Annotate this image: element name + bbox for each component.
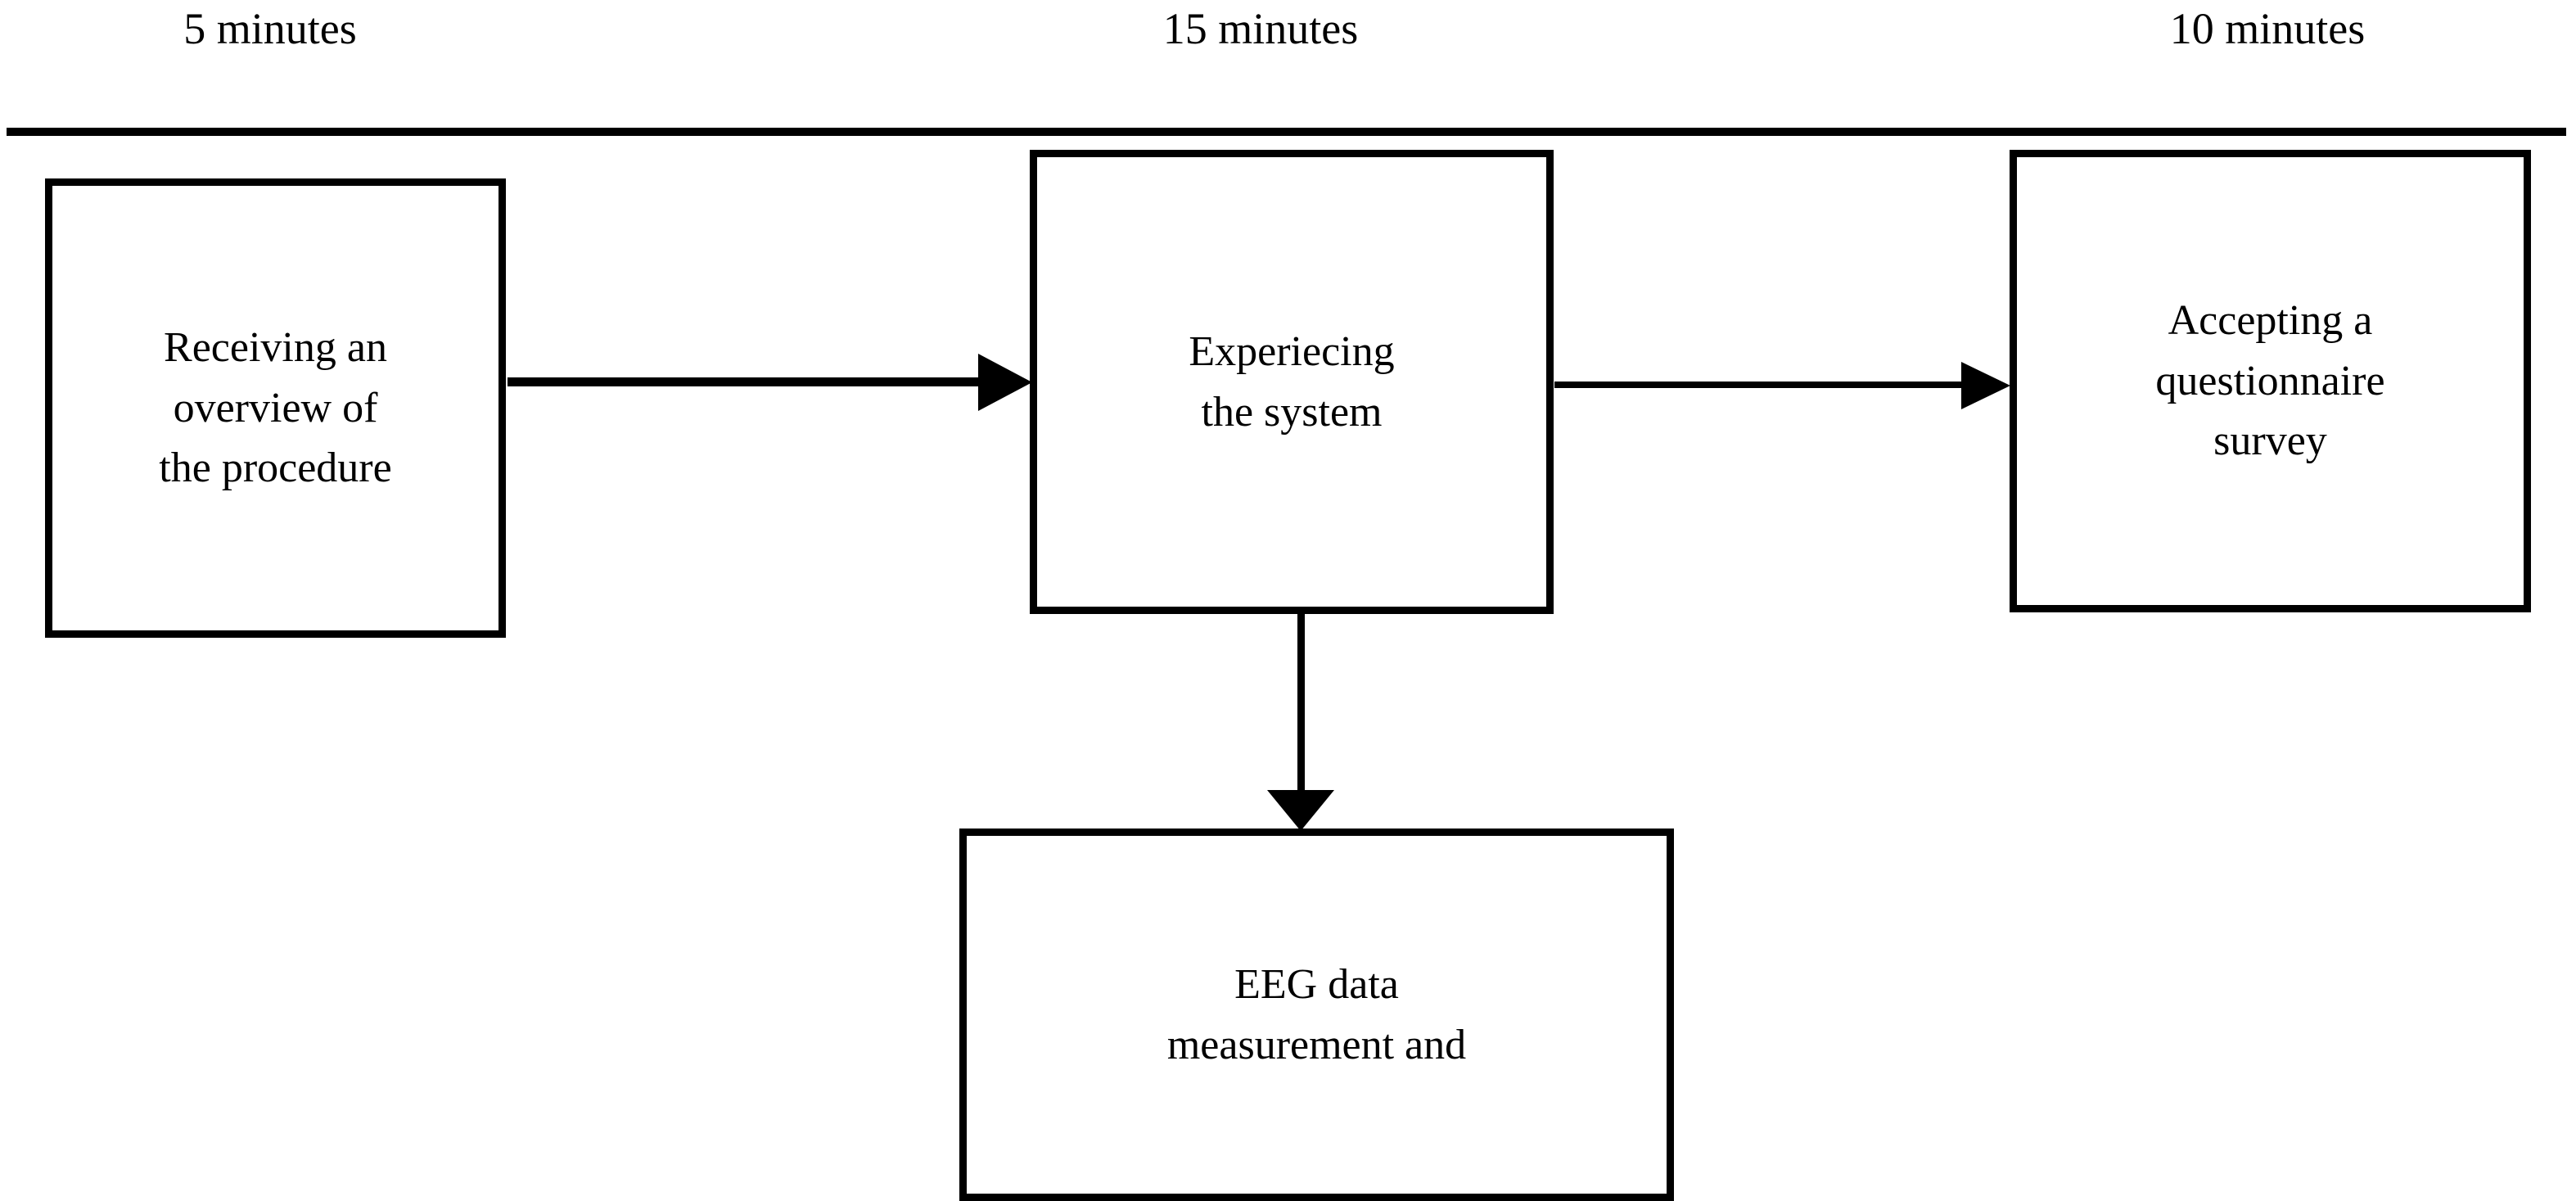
timeline-label-stage-2: 15 minutes — [1162, 4, 1359, 53]
arrow-overview-to-experience-head-icon — [978, 354, 1032, 411]
process-box-overview-line-1: Receiving an — [164, 323, 387, 371]
process-box-experience: Experiecing the system — [1030, 150, 1554, 614]
process-box-experience-line-1: Experiecing — [1189, 327, 1395, 375]
process-box-overview-line-3: the procedure — [159, 445, 392, 492]
process-box-questionnaire-line-1: Accepting a — [2168, 296, 2373, 344]
arrow-experience-to-questionnaire-head-icon — [1961, 362, 2010, 409]
process-box-eeg-line-2: measurement and — [1166, 1021, 1467, 1068]
process-box-eeg-line-1: EEG data — [1234, 960, 1399, 1008]
process-box-questionnaire-line-3: survey — [2213, 418, 2327, 465]
process-box-questionnaire-line-2: questionnaire — [2155, 357, 2385, 404]
process-box-experience-line-2: the system — [1201, 388, 1383, 436]
arrow-experience-to-eeg-head-icon — [1267, 790, 1334, 831]
arrow-overview-to-experience-shaft — [508, 377, 981, 386]
process-box-overview: Receiving an overview of the procedure — [45, 178, 506, 638]
timeline-label-stage-3: 10 minutes — [2169, 4, 2366, 53]
process-box-eeg: EEG data measurement and — [959, 829, 1674, 1201]
arrow-experience-to-questionnaire-shaft — [1554, 382, 1964, 388]
process-box-questionnaire: Accepting a questionnaire survey — [2010, 150, 2531, 612]
process-box-overview-line-2: overview of — [173, 384, 378, 431]
timeline-label-stage-1: 5 minutes — [183, 4, 357, 53]
timeline-rule — [7, 128, 2566, 136]
arrow-experience-to-eeg-shaft — [1297, 614, 1305, 796]
